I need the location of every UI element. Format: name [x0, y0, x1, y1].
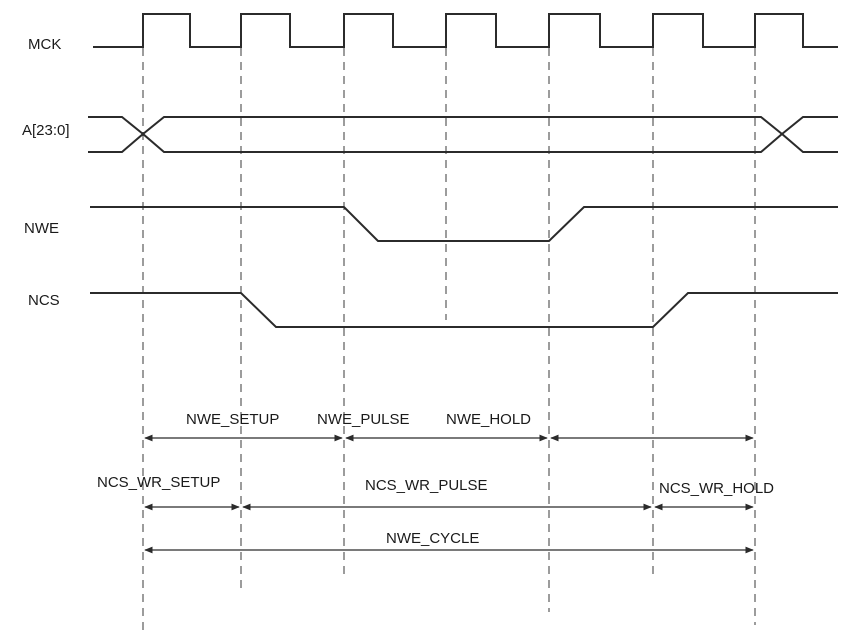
signal-label-mck: MCK: [28, 36, 61, 53]
signal-label-ncs: NCS: [28, 292, 60, 309]
signal-label-addr: A[23:0]: [22, 122, 70, 139]
interval-label-nwe-pulse: NWE_PULSE: [317, 411, 410, 428]
interval-label-ncs-wr-pulse: NCS_WR_PULSE: [365, 477, 488, 494]
interval-label-nwe-hold: NWE_HOLD: [446, 411, 531, 428]
nwe-waveform: [90, 206, 838, 242]
interval-label-nwe-cycle: NWE_CYCLE: [386, 530, 479, 547]
ncs-waveform: [90, 292, 838, 328]
interval-label-ncs-wr-hold: NCS_WR_HOLD: [659, 480, 774, 497]
signal-label-nwe: NWE: [24, 220, 59, 237]
interval-label-nwe-setup: NWE_SETUP: [186, 411, 279, 428]
clock-edge-guides: [142, 48, 756, 635]
interval-label-ncs-wr-setup: NCS_WR_SETUP: [97, 474, 220, 491]
mck-waveform: [93, 13, 838, 48]
addr-bus-waveform: [88, 116, 838, 153]
